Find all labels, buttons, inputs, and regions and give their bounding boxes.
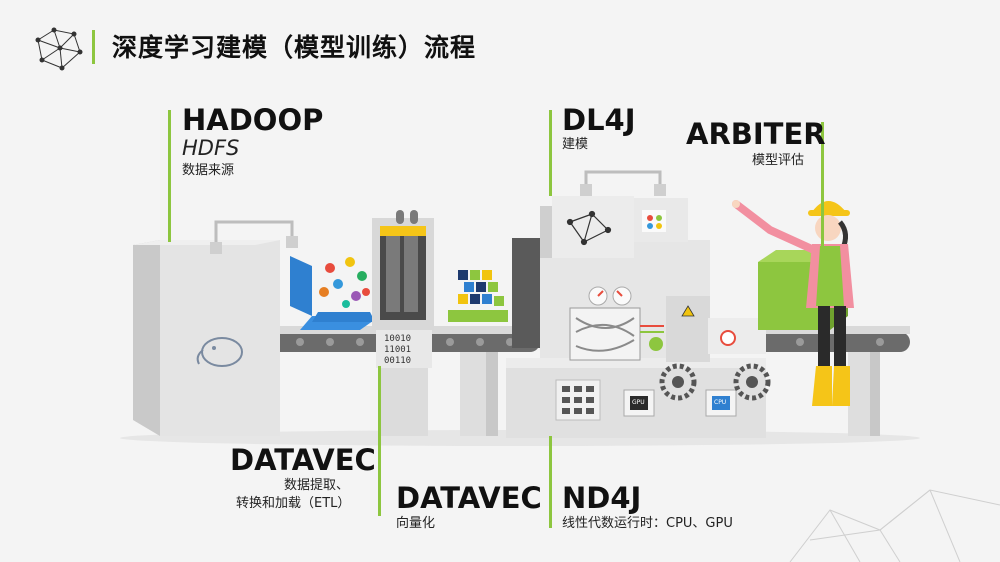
gpu-chip-label: GPU	[632, 399, 645, 406]
binary-line: 00110	[384, 356, 412, 366]
nd4j-marker-line	[549, 436, 552, 528]
dl4j-desc: 建模	[562, 137, 589, 152]
hadoop-marker-line	[168, 110, 171, 242]
dl4j-label: DL4J	[562, 103, 636, 137]
background-mesh	[789, 489, 1000, 562]
binary-line: 10010	[384, 334, 412, 344]
arbiter-label: ARBITER	[686, 117, 826, 151]
hadoop-server-box	[133, 240, 280, 436]
nd4j-desc: 线性代数运行时：CPU、GPU	[562, 516, 733, 531]
arbiter-desc: 模型评估	[752, 153, 805, 168]
binary-line: 11001	[384, 345, 412, 355]
datavec-etl-desc-1: 数据提取、	[284, 478, 350, 493]
vector-blocks	[448, 270, 508, 322]
datavec-vector-desc: 向量化	[396, 516, 436, 531]
datavec-etl-desc-2: 转换和加载（ETL）	[236, 496, 351, 511]
hadoop-desc: 数据来源	[182, 163, 235, 178]
etl-machine	[372, 210, 434, 436]
dl4j-nd4j-machine	[506, 170, 771, 438]
worker-figure	[732, 200, 854, 406]
datavec-etl-label: DATAVEC	[230, 443, 376, 477]
arbiter-marker-line	[821, 122, 824, 252]
datavec-vector-label: DATAVEC	[396, 481, 542, 515]
cpu-chip-label: CPU	[714, 399, 727, 406]
nd4j-label: ND4J	[562, 481, 642, 515]
datavec-etl-marker-line	[378, 366, 381, 516]
dl4j-marker-line	[549, 110, 552, 196]
page-title: 深度学习建模（模型训练）流程	[112, 33, 477, 62]
binary-readout: 10010 11001 00110	[384, 334, 411, 367]
hadoop-label: HADOOP	[182, 103, 324, 137]
data-ball	[316, 254, 372, 310]
title-accent-bar	[92, 30, 95, 64]
hdfs-label: HDFS	[182, 136, 240, 160]
network-logo-icon	[35, 27, 83, 71]
